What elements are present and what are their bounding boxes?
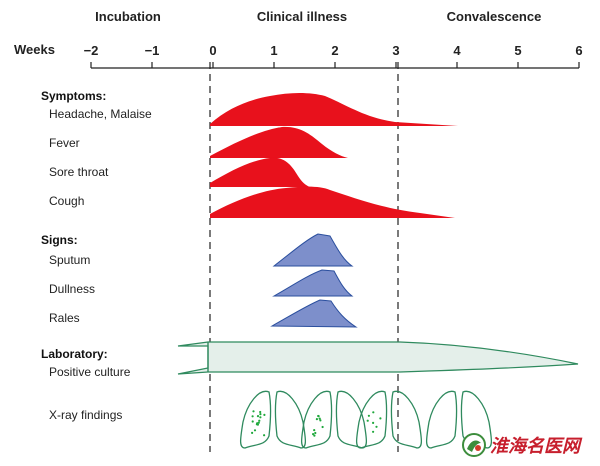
xray-infiltrate-dot [314, 431, 317, 435]
xray-infiltrate-dot [255, 423, 258, 426]
xray-lung-left-4 [425, 390, 458, 449]
xray-lung-left-1 [239, 390, 272, 449]
axis-tick-label--1: −1 [145, 43, 160, 58]
weeks-axis: −2 −1 0 1 2 3 4 5 6 [84, 43, 583, 69]
section-laboratory: Laboratory: [41, 347, 108, 361]
axis-tick-label-1: 1 [270, 43, 277, 58]
curve-cough [210, 186, 455, 218]
xray-lung-pair-1 [239, 390, 307, 449]
xray-infiltrate-dot [263, 434, 266, 437]
row-rales: Rales [49, 311, 80, 325]
xray-infiltrate-dot [319, 419, 322, 422]
curve-fever [210, 126, 348, 158]
axis-tick-label-2: 2 [331, 43, 338, 58]
xray-lung-pair-3 [355, 390, 423, 449]
row-xray-findings: X-ray findings [49, 408, 122, 422]
xray-infiltrate-dot [318, 417, 321, 420]
phase-clinical-illness: Clinical illness [257, 9, 347, 24]
curve-sputum [272, 233, 354, 267]
xray-infiltrate-dot [252, 410, 255, 413]
row-sputum: Sputum [49, 253, 90, 267]
xray-infiltrate-dot [257, 421, 260, 424]
axis-tick-label-3: 3 [392, 43, 399, 58]
xray-infiltrate-dot [251, 415, 254, 418]
xray-infiltrate-dot [375, 425, 378, 428]
curve-sore-throat [210, 157, 310, 187]
xray-infiltrate-dot [259, 410, 262, 414]
xray-infiltrate-dot [366, 419, 369, 422]
xray-infiltrate-dot [372, 421, 375, 424]
xray-infiltrate-dot [317, 415, 320, 418]
xray-infiltrate-dot [372, 411, 375, 414]
xray-infiltrate-dot [263, 413, 266, 416]
row-fever: Fever [49, 136, 80, 150]
axis-tick-label--2: −2 [84, 43, 99, 58]
axis-tick-label-4: 4 [453, 43, 461, 58]
xray-infiltrate-dot [315, 418, 318, 421]
xray-lung-right-1 [274, 390, 307, 449]
row-sore-throat: Sore throat [49, 165, 109, 179]
xray-lung-right-2 [335, 390, 368, 449]
row-dullness: Dullness [49, 282, 95, 296]
xray-lung-right-3 [390, 390, 423, 449]
axis-tick-label-0: 0 [209, 43, 216, 58]
watermark-dot-icon [475, 445, 481, 451]
xray-infiltrate-dot [313, 429, 316, 432]
xray-infiltrate-dot [313, 434, 316, 437]
phase-convalescence: Convalescence [447, 9, 542, 24]
xray-lungs [239, 390, 493, 449]
xray-lung-left-2 [300, 390, 333, 449]
xray-infiltrate-dot [253, 429, 257, 432]
axis-tick-label-5: 5 [514, 43, 521, 58]
xray-infiltrate-dot [256, 415, 260, 418]
axis-label-weeks: Weeks [14, 42, 55, 57]
xray-lung-pair-4 [425, 390, 493, 449]
xray-infiltrate-dot [251, 431, 254, 434]
xray-infiltrate-dot [259, 413, 262, 416]
xray-lung-right-4 [460, 390, 493, 449]
xray-infiltrate-dot [379, 417, 382, 420]
xray-infiltrate-dot [258, 419, 261, 422]
xray-infiltrate-dot [321, 425, 324, 429]
curve-headache-malaise [210, 93, 458, 126]
xray-infiltrate-dot [372, 430, 375, 433]
curve-rales [270, 299, 358, 328]
xray-infiltrate-dot [312, 433, 315, 436]
phase-incubation: Incubation [95, 9, 161, 24]
watermark-leaf-icon [467, 440, 481, 452]
watermark-text: 淮海名医网 [490, 436, 583, 457]
watermark: 淮海名医网 [462, 433, 583, 457]
xray-lung-left-3 [355, 390, 388, 449]
row-cough: Cough [49, 194, 84, 208]
curve-dullness [272, 269, 354, 297]
section-symptoms: Symptoms: [41, 89, 106, 103]
xray-infiltrate-dot [259, 416, 262, 419]
row-headache-malaise: Headache, Malaise [49, 107, 152, 121]
section-signs: Signs: [41, 233, 78, 247]
row-positive-culture: Positive culture [49, 365, 131, 379]
xray-infiltrate-dot [367, 414, 370, 417]
axis-tick-label-6: 6 [575, 43, 582, 58]
band-positive-culture [177, 341, 579, 375]
xray-infiltrate-dot [251, 420, 254, 423]
